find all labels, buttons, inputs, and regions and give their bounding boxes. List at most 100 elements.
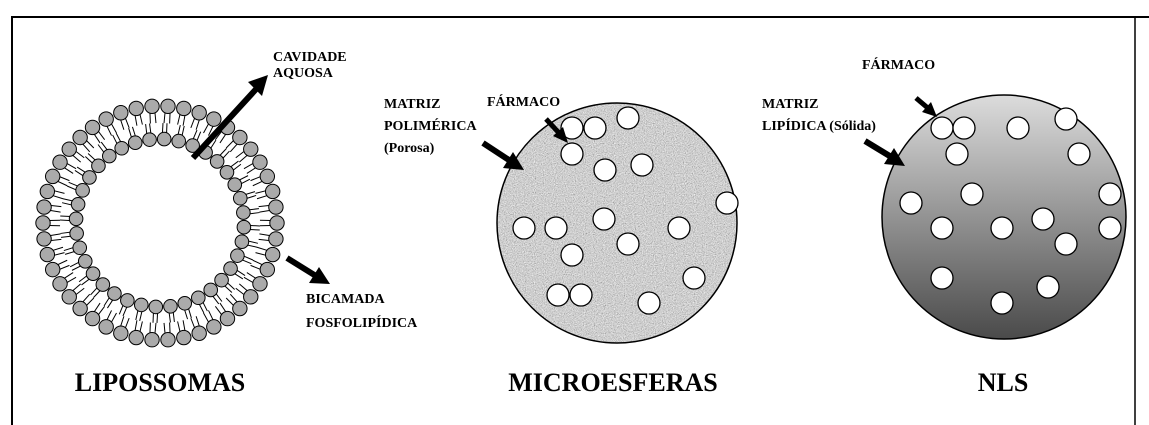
lipid-head-inner <box>143 133 157 147</box>
lipid-head-outer <box>260 262 274 276</box>
lipid-head-inner <box>121 294 135 308</box>
drug-particle <box>1055 108 1077 130</box>
drug-particle <box>593 208 615 230</box>
lipid-head-outer <box>62 290 76 304</box>
lipid-head-outer <box>265 184 279 198</box>
lipid-head-outer <box>161 99 175 113</box>
drug-particle <box>638 292 660 314</box>
lipid-head-inner <box>115 141 129 155</box>
lipid-head-outer <box>207 112 221 126</box>
lipid-head-outer <box>40 247 54 261</box>
lipid-head-inner <box>231 249 245 263</box>
micro-matrix-label-line3: (Porosa) <box>384 141 435 156</box>
drug-particle <box>931 117 953 139</box>
lipid-head-inner <box>78 255 92 269</box>
lipid-head-outer <box>73 130 87 144</box>
lipid-head-outer <box>269 232 283 246</box>
lipid-head-outer <box>253 155 267 169</box>
drug-particle <box>953 117 975 139</box>
drug-particle <box>631 154 653 176</box>
bilayer-arrow <box>287 258 316 276</box>
lipid-head-outer <box>114 106 128 120</box>
lipid-head-outer <box>85 120 99 134</box>
lipid-head-inner <box>71 197 85 211</box>
lipid-head-outer <box>73 301 87 315</box>
lipid-head-outer <box>99 112 113 126</box>
micro-matrix-arrow <box>483 143 512 162</box>
drug-particle <box>570 284 592 306</box>
drug-particle <box>1032 208 1054 230</box>
drug-particle <box>561 143 583 165</box>
lipid-head-inner <box>76 184 90 198</box>
bilayer-label-line2: FOSFOLIPÍDICA <box>306 314 418 331</box>
drug-particle <box>1007 117 1029 139</box>
drug-particle <box>683 267 705 289</box>
lipid-head-outer <box>53 155 67 169</box>
lipid-head-inner <box>73 241 87 255</box>
drug-particle <box>931 267 953 289</box>
drug-particle <box>1099 183 1121 205</box>
lipid-head-inner <box>237 206 251 220</box>
lipid-head-outer <box>37 200 51 214</box>
nls-matrix-label-line2: LIPÍDICA (Sólida) <box>762 117 876 134</box>
lipid-head-outer <box>220 311 234 325</box>
lipid-head-inner <box>134 298 148 312</box>
drug-particle <box>1055 233 1077 255</box>
lipid-head-inner <box>128 136 142 150</box>
lipid-head-inner <box>192 291 206 305</box>
lipid-head-inner <box>149 300 163 314</box>
micro-drug-label: FÁRMACO <box>487 93 560 110</box>
drug-particle <box>991 292 1013 314</box>
drug-particle <box>545 217 567 239</box>
drug-particle <box>1068 143 1090 165</box>
lipid-head-outer <box>145 333 159 347</box>
nls-title: NLS <box>978 368 1029 397</box>
bilayer-label-line1: BICAMADA <box>306 292 385 307</box>
lipid-head-inner <box>204 283 218 297</box>
lipid-head-inner <box>70 227 84 241</box>
lipid-head-inner <box>172 134 186 148</box>
lipid-head-outer <box>192 326 206 340</box>
lipid-head-inner <box>210 155 224 169</box>
lipid-head-outer <box>233 301 247 315</box>
cavity-label-line1: CAVIDADE <box>273 50 347 65</box>
micro-matrix-label-line2: POLIMÉRICA <box>384 117 477 134</box>
lipid-head-inner <box>83 171 97 185</box>
microspheres-title: MICROESFERAS <box>508 368 717 397</box>
lipid-head-outer <box>45 169 59 183</box>
micro-matrix-label-line1: MATRIZ <box>384 97 441 112</box>
drug-particle <box>931 217 953 239</box>
lipid-head-inner <box>86 267 100 281</box>
drug-particle <box>716 192 738 214</box>
drug-particle <box>617 233 639 255</box>
lipid-head-outer <box>244 142 258 156</box>
nls-drug-label: FÁRMACO <box>862 56 935 73</box>
microsphere-diagram <box>497 103 738 343</box>
lipid-head-inner <box>235 235 249 249</box>
lipid-head-outer <box>40 184 54 198</box>
lipid-head-outer <box>177 330 191 344</box>
lipid-head-outer <box>45 262 59 276</box>
drug-particle <box>513 217 535 239</box>
lipid-head-outer <box>145 99 159 113</box>
lipid-head-outer <box>260 169 274 183</box>
drug-particle <box>617 107 639 129</box>
lipid-head-inner <box>224 262 238 276</box>
lipid-head-outer <box>114 326 128 340</box>
lipid-head-outer <box>233 130 247 144</box>
drug-particle <box>991 217 1013 239</box>
lipid-head-outer <box>177 101 191 115</box>
lipid-head-inner <box>220 165 234 179</box>
drug-particle <box>1037 276 1059 298</box>
drug-particle <box>561 244 583 266</box>
lipid-head-inner <box>108 287 122 301</box>
lipid-head-inner <box>228 178 242 192</box>
lipid-head-inner <box>215 273 229 287</box>
lipid-head-inner <box>69 212 83 226</box>
lipid-head-inner <box>157 132 171 146</box>
lipid-head-outer <box>53 277 67 291</box>
lipid-head-outer <box>207 320 221 334</box>
lipid-head-inner <box>92 159 106 173</box>
nls-diagram <box>882 95 1126 339</box>
